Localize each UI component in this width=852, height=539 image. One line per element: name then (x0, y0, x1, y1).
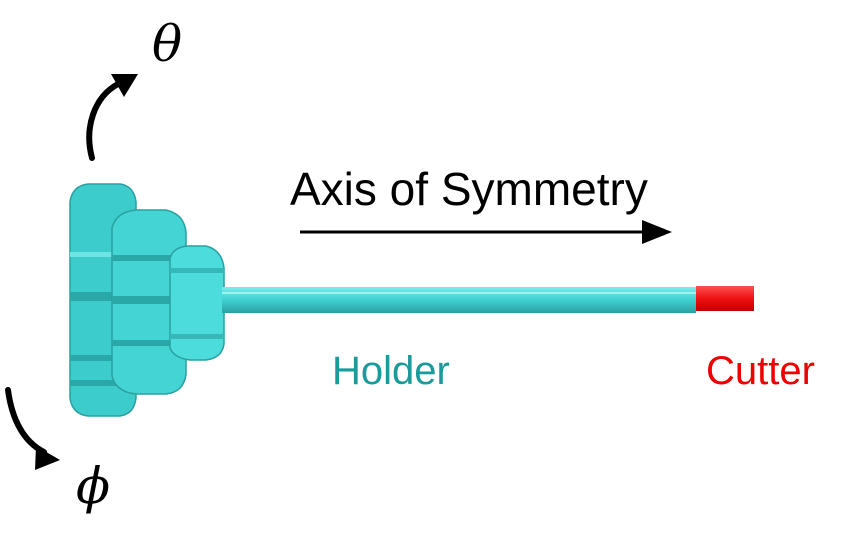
flange-groove (70, 355, 136, 361)
flange-highlight (70, 252, 136, 257)
cutter-label: Cutter (706, 349, 815, 393)
step-groove (170, 334, 224, 339)
tool-holder (69, 183, 696, 417)
cutter (696, 286, 754, 311)
holder-label: Holder (332, 349, 450, 393)
flange-groove (70, 380, 136, 386)
axis-arrow (300, 220, 672, 244)
theta-label: θ (152, 15, 182, 73)
theta-rotation-arrow (86, 74, 138, 161)
holder-step-small (169, 245, 225, 361)
flange-groove (70, 292, 136, 301)
step-groove (112, 340, 186, 346)
holder-shaft (222, 287, 696, 313)
step-groove (112, 255, 186, 261)
axis-of-symmetry-label: Axis of Symmetry (290, 163, 648, 215)
phi-label: ϕ (76, 457, 110, 515)
phi-rotation-arrow (5, 387, 60, 470)
step-groove (170, 268, 224, 273)
step-groove (112, 296, 186, 304)
